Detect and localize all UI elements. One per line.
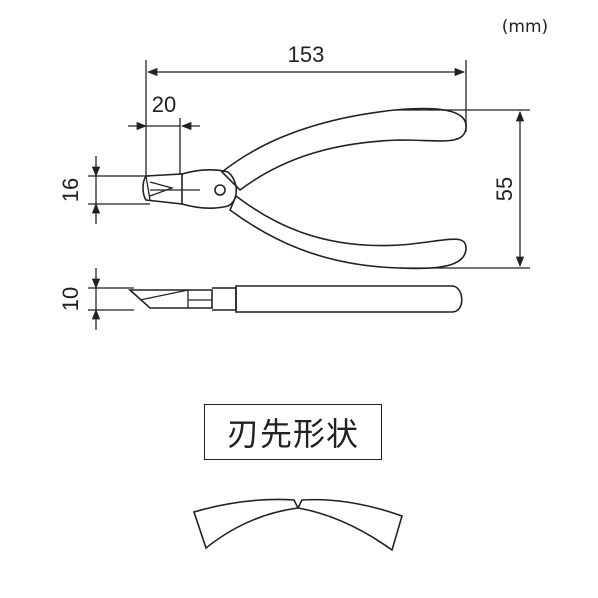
- side-jaw-edge: [139, 289, 212, 308]
- blade-tip-right: [296, 498, 403, 552]
- handle-spread-value: 55: [492, 177, 517, 201]
- dimension-thickness: 10: [58, 268, 134, 330]
- side-joint: [212, 287, 237, 311]
- thickness-value: 10: [58, 287, 83, 311]
- pliers-top-view: [142, 107, 467, 270]
- jaw-tip: [145, 175, 151, 201]
- dimension-jaw-length: 20: [128, 92, 200, 174]
- caption-label: 刃先形状: [226, 415, 359, 453]
- pliers-side-view: [127, 285, 463, 313]
- jaw-bevel: [149, 181, 175, 197]
- blade-tip-shape: [192, 498, 403, 552]
- pivot-rivet: [214, 184, 226, 196]
- dimension-overall-length: 153: [145, 42, 467, 178]
- joint-head: [181, 169, 238, 209]
- jaw-width-value: 16: [58, 178, 83, 202]
- dimension-jaw-width: 16: [58, 156, 150, 224]
- dimension-handle-spread: 55: [396, 109, 530, 269]
- side-handle: [235, 285, 463, 313]
- unit-label: (mm): [502, 17, 548, 37]
- caption-box: 刃先形状: [204, 404, 382, 460]
- side-jaw: [127, 289, 213, 309]
- blade-tip-left: [192, 498, 300, 550]
- cutting-jaw: [142, 173, 183, 205]
- upper-handle: [220, 107, 467, 192]
- lower-handle: [229, 194, 467, 270]
- jaw-length-value: 20: [152, 92, 176, 117]
- overall-length-value: 153: [288, 42, 325, 67]
